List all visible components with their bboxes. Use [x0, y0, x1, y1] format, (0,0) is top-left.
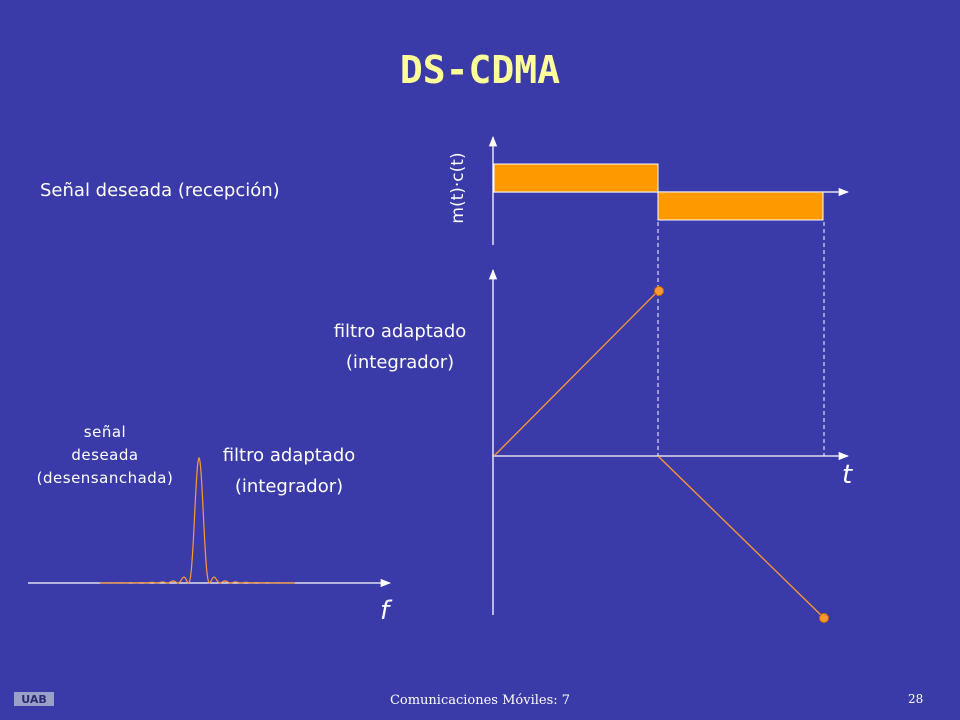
university-logo: UAB — [14, 690, 54, 708]
sample-point-positive — [654, 286, 664, 296]
page-number: 28 — [908, 692, 924, 706]
despread-line2: deseada — [71, 446, 139, 464]
ramp-down — [657, 455, 825, 619]
despread-line1: señal — [83, 423, 127, 441]
matched-filter-time-line2: (integrador) — [345, 352, 455, 373]
matched-filter-time-line1: filtro adaptado — [333, 321, 467, 342]
time-axis-label: t — [842, 460, 853, 490]
footer-text: Comunicaciones Móviles: 7 — [389, 693, 571, 708]
negative-pulse — [657, 191, 824, 221]
logo-background — [14, 692, 54, 706]
despread-signal-label: señal deseada (desensanchada) — [10, 421, 200, 490]
despread-line3: (desensanchada) — [36, 469, 174, 487]
matched-filter-freq-line1: filtro adaptado — [222, 445, 356, 466]
matched-filter-time-label: filtro adaptado (integrador) — [300, 316, 500, 378]
ramp-up — [493, 290, 659, 457]
logo-text: UAB — [21, 693, 47, 706]
sample-point-negative — [819, 613, 829, 623]
despread-spectrum-curve — [100, 456, 295, 584]
logo-graphic: UAB — [14, 692, 54, 706]
matched-filter-freq-label: filtro adaptado (integrador) — [196, 440, 382, 502]
matched-filter-freq-line2: (integrador) — [234, 476, 344, 497]
slide-title: DS-CDMA — [399, 48, 561, 92]
positive-pulse — [493, 163, 659, 193]
received-signal-label: Señal deseada (recepción) — [40, 180, 280, 201]
freq-axis-label: f — [380, 596, 390, 626]
